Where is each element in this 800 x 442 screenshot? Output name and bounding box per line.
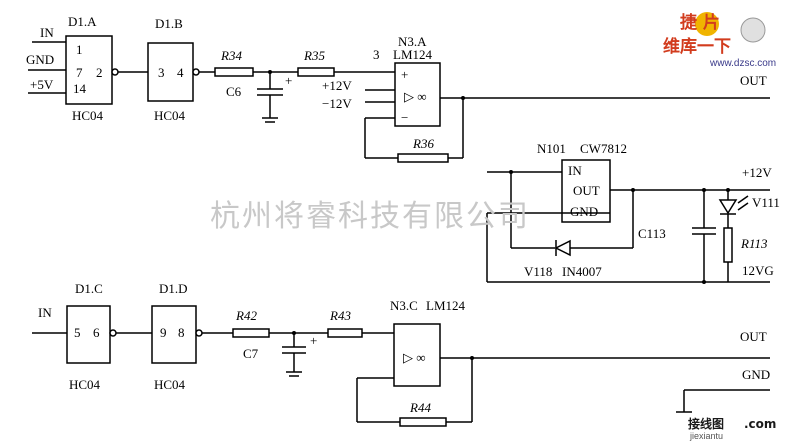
c6-plus: + [285,73,292,88]
d1d-pin-8: 8 [178,325,185,340]
led-emission-arrow-2 [737,202,749,211]
d1c-pin-6: 6 [93,325,100,340]
r35-label: R35 [303,48,325,63]
n101-label: N101 [537,141,566,156]
reg-gnd-pin: GND [570,204,598,219]
c7-label: C7 [243,346,259,361]
resistor-r36 [397,153,449,163]
in-label-top: IN [40,25,54,40]
d1d-inverter-bubble [195,329,203,337]
d1a-pin-14: 14 [73,81,87,96]
r34-label: R34 [220,48,242,63]
vneg-label: −12V [322,96,352,111]
n3c-amp-symbol: ▷ ∞ [403,350,426,365]
logo-url-text: www.dzsc.com [709,58,776,69]
resistor-r35 [297,67,335,77]
r43-label: R43 [329,308,351,323]
logo-brand-text: 维库一下 [663,36,731,57]
vcc-label-top: +5V [30,77,54,92]
jiexiantu-logo: 接线图 .com jiexiantu [688,416,776,441]
junction-c113-bottom [702,280,706,284]
n3a-pin: 3 [373,47,380,62]
regulator-cw7812 [561,159,611,223]
n3a-name: N3.A [398,34,427,49]
d1b-pin-4: 4 [177,65,184,80]
c7-plus: + [310,333,317,348]
d1c-name: D1.C [75,281,103,296]
d1a-pin-1: 1 [76,42,83,57]
resistor-r44 [399,417,447,427]
reg-out-pin: OUT [573,183,600,198]
n3a-minus-input: − [401,110,408,125]
g12v-label: 12VG [742,263,774,278]
out-label-top: OUT [740,73,767,88]
opamp-n3c [393,323,441,387]
top-channel: IN GND +5V D1.A 1 7 14 2 HC04 D1.B 3 4 H… [26,14,770,163]
gnd-label-top: GND [26,52,54,67]
n3a-type: LM124 [393,47,433,62]
d1b-gate [147,42,194,102]
led-v111 [718,199,738,215]
bottom-channel: IN D1.C 5 6 HC04 D1.D 9 8 HC04 R42 + C7 … [32,281,770,427]
vpos-label: +12V [322,78,352,93]
d1b-pin-3: 3 [158,65,165,80]
d1c-type: HC04 [69,377,101,392]
diode-v118 [554,239,571,257]
n3c-name: N3.C [390,298,418,313]
d1c-inverter-bubble [109,329,117,337]
v118-label: V118 [524,264,552,279]
regulator-type: CW7812 [580,141,627,156]
d1a-type: HC04 [72,108,104,123]
logo-top-text: 捷 片 [680,12,720,33]
d1b-inverter-bubble [192,68,200,76]
in-label-bottom: IN [38,305,52,320]
logo-bottom-com: .com [744,417,776,431]
r44-label: R44 [409,400,431,415]
junction-c113-top [702,188,706,192]
d1c-pin-5: 5 [74,325,81,340]
logo-bottom-url: jiexiantu [689,431,723,441]
d1a-inverter-bubble [111,68,119,76]
r36-label: R36 [412,136,434,151]
v111-label: V111 [752,195,780,210]
d1a-gate [65,35,113,105]
resistor-r43 [327,328,363,338]
r42-label: R42 [235,308,257,323]
d1a-pin-2: 2 [96,65,103,80]
dzsc-logo: 捷 片 维库一下 www.dzsc.com [663,12,776,69]
n3c-type: LM124 [426,298,466,313]
n3a-amp-symbol: ▷ ∞ [404,89,427,104]
d1b-name: D1.B [155,16,183,31]
resistor-r34 [214,67,254,77]
d1d-pin-9: 9 [160,325,167,340]
d1d-type: HC04 [154,377,186,392]
logo-bottom-text: 接线图 [688,416,724,431]
reg-in-pin: IN [568,163,582,178]
n3a-plus-input: + [401,67,408,82]
regulator-section: N101 CW7812 IN OUT GND +12V V118 IN4007 … [486,141,780,284]
c6-label: C6 [226,84,242,99]
r113-label: R113 [740,236,768,251]
d1c-gate [66,305,111,364]
led-emission-arrow-1 [737,195,749,204]
d1a-pin-7: 7 [76,65,83,80]
resistor-r113 [723,227,733,263]
d1d-gate [151,305,197,364]
logo-ball-icon [740,17,766,43]
resistor-r42 [232,328,270,338]
diode-type: IN4007 [562,264,602,279]
out-label-bottom: OUT [740,329,767,344]
p12v-label: +12V [742,165,772,180]
d1d-name: D1.D [159,281,188,296]
opamp-n3a [394,62,441,127]
gnd-label-bottom: GND [742,367,770,382]
watermark-text: 杭州将睿科技有限公司 [210,199,530,234]
d1a-name: D1.A [68,14,97,29]
d1b-type: HC04 [154,108,186,123]
logo-face-icon [695,12,719,36]
c113-label: C113 [638,226,666,241]
junction-led-top [726,188,730,192]
